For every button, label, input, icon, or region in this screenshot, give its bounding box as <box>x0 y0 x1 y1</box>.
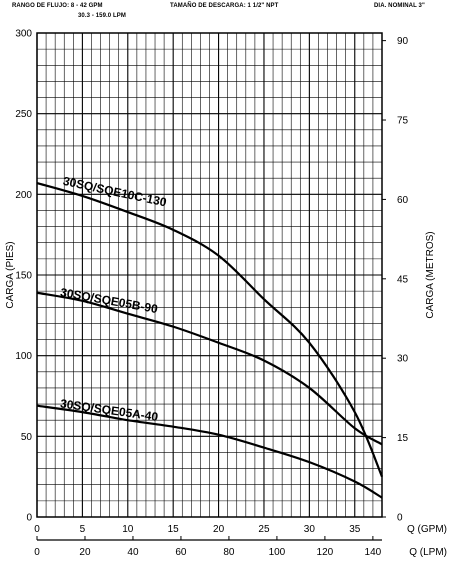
secondary-x-tick-label: 60 <box>175 547 187 558</box>
y-right-tick-label: 30 <box>397 354 409 365</box>
chart-labels: CARGA (PIES) CARGA (METROS) Q (GPM) Q (LPM)… <box>5 174 447 558</box>
x-tick-label: 15 <box>168 524 180 535</box>
nominal-diameter: DIA. NOMINAL 3" <box>374 3 425 9</box>
discharge-size: TAMAÑO DE DESCARGA: 1 1/2" NPT <box>170 3 279 9</box>
curve-label: 30SQ/SQE05B-90 <box>59 285 159 316</box>
secondary-x-tick-label: 80 <box>223 547 235 558</box>
flow-range-label: RANGO DE FLUJO: 8 - 42 GPM <box>12 3 103 9</box>
x-secondary-axis-label: Q (LPM) <box>409 547 447 558</box>
secondary-x-tick-label: 0 <box>34 547 40 558</box>
y-axis-label: CARGA (PIES) <box>5 241 16 308</box>
y-tick-label: 50 <box>21 432 33 443</box>
x-axis-label: Q (GPM) <box>407 524 447 535</box>
y-right-tick-label: 45 <box>397 274 409 285</box>
y-right-axis-label: CARGA (METROS) <box>425 231 436 318</box>
curve-label: 30SQ/SQE10C-130 <box>62 174 168 210</box>
x-tick-label: 10 <box>122 524 134 535</box>
y-tick-label: 0 <box>26 513 32 524</box>
x-tick-label: 30 <box>304 524 316 535</box>
plot-frame <box>36 32 383 518</box>
performance-curves <box>36 181 384 499</box>
x-tick-label: 20 <box>213 524 225 535</box>
x-tick-label: 0 <box>34 524 40 535</box>
y-right-tick-label: 15 <box>397 433 409 444</box>
curve-line <box>36 404 383 499</box>
flow-range-lpm: 30.3 - 159.0 LPM <box>78 13 126 19</box>
secondary-x-tick-label: 20 <box>79 547 91 558</box>
x-tick-label: 25 <box>258 524 270 535</box>
chart-grid <box>36 32 383 518</box>
y-tick-label: 150 <box>15 271 32 282</box>
secondary-x-tick-label: 40 <box>127 547 139 558</box>
secondary-x-tick-label: 100 <box>269 547 286 558</box>
x-tick-label: 5 <box>80 524 86 535</box>
x-tick-label: 35 <box>349 524 361 535</box>
y-tick-label: 100 <box>15 351 32 362</box>
secondary-x-tick-label: 120 <box>317 547 334 558</box>
y-right-tick-label: 60 <box>397 195 409 206</box>
secondary-x-tick-label: 140 <box>365 547 382 558</box>
y-tick-label: 250 <box>15 109 32 120</box>
curve-line <box>36 181 384 478</box>
y-right-tick-label: 75 <box>397 116 409 127</box>
y-right-tick-label: 90 <box>397 36 409 47</box>
y-tick-label: 300 <box>15 29 32 40</box>
curve-line <box>36 291 383 446</box>
y-tick-label: 200 <box>15 190 32 201</box>
y-right-tick-label: 0 <box>397 513 403 524</box>
